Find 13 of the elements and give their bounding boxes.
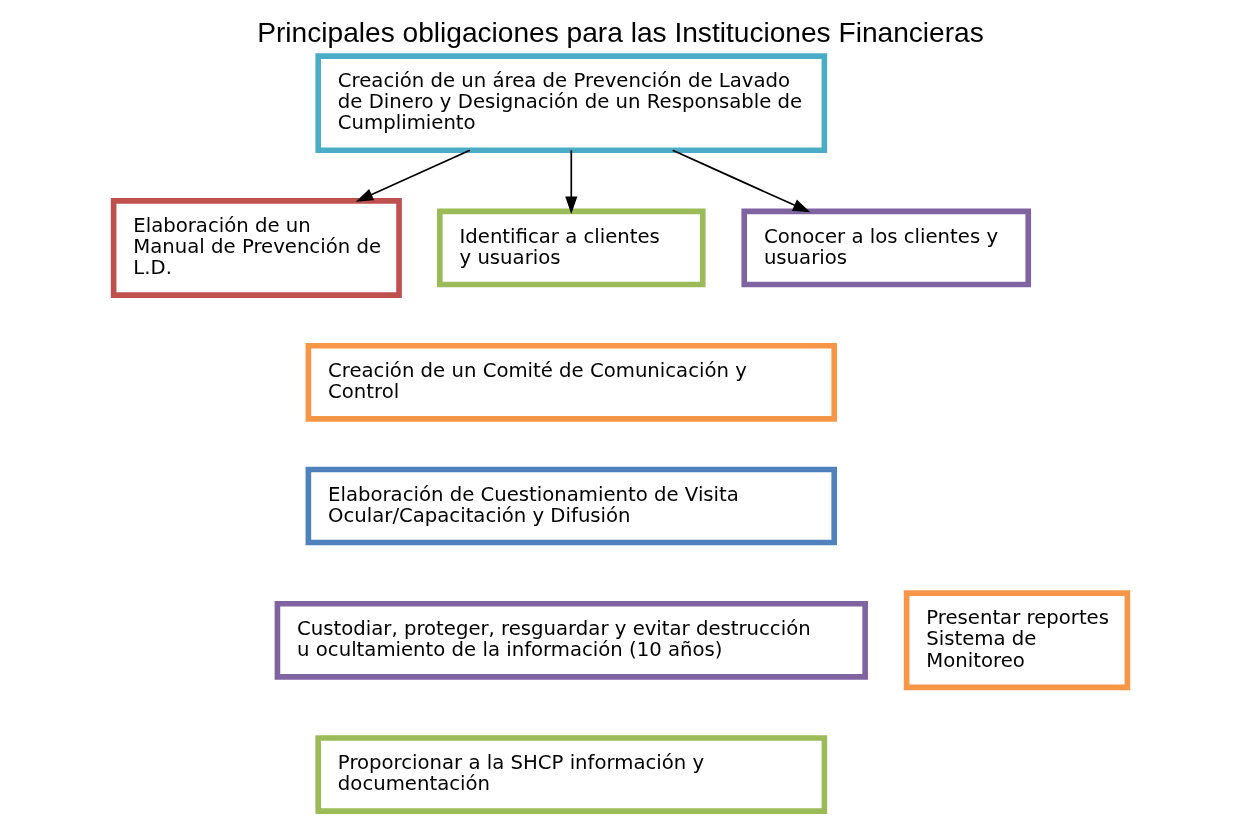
node-box: Identificar a clientes y usuarios [437, 208, 706, 288]
node-box: Presentar reportes Sistema de Monitoreo [903, 590, 1131, 691]
diagram-title: Principales obligaciones para las Instituciones Financieras [257, 17, 984, 49]
node-box: Creación de un Comité de Comunicación y Control [305, 342, 838, 422]
node-box: Creación de un área de Prevención de Lavado de Dinero y Designación de un Responsable de Cumplimiento [315, 53, 828, 154]
node-box: Elaboración de un Manual de Prevención de L.D. [110, 198, 402, 298]
arrow [671, 149, 811, 213]
node-box: Proporcionar a la SHCP información y documentación [315, 735, 828, 814]
arrow [565, 149, 578, 214]
node-box: Elaboración de Cuestionamiento de Visita Ocular/Capacitación y Difusión [305, 466, 838, 546]
node-box: Conocer a los clientes y usuarios [741, 208, 1032, 288]
arrow [355, 149, 471, 202]
node-box: Custodiar, proteger, resguardar y evitar destrucción u ocultamiento de la información (10 años) [274, 600, 868, 680]
